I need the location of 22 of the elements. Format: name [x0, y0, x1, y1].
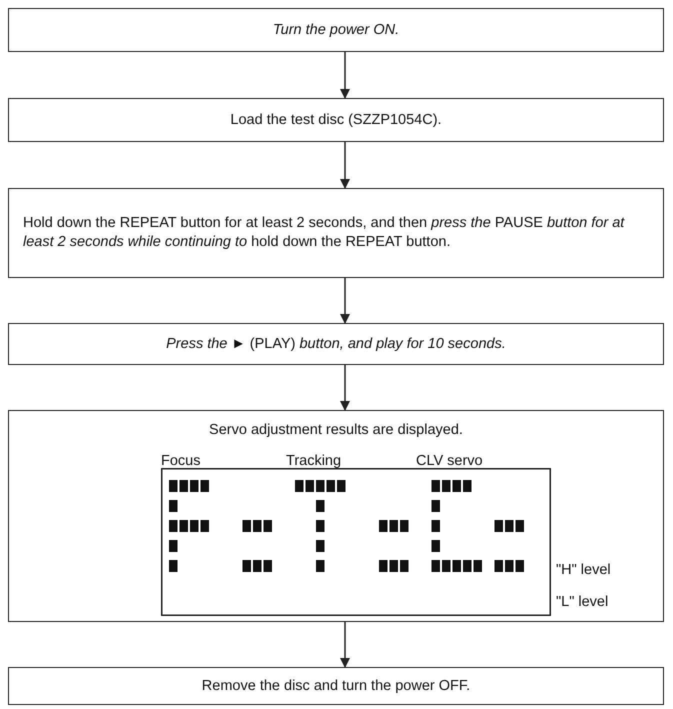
- display-label: "L" level: [556, 594, 608, 610]
- process-box: [8, 667, 664, 705]
- step-text: Servo adjustment results are displayed.: [208, 421, 464, 440]
- step-text: Remove the disc and turn the power OFF.: [200, 676, 472, 696]
- process-box: [8, 8, 664, 52]
- step-text: Turn the power ON.: [272, 20, 400, 40]
- process-box: [8, 188, 664, 278]
- display-label: Tracking: [286, 453, 342, 469]
- step-text: Hold down the REPEAT button for at least 2 seconds, and then press the PAUSE button for at least 2 seconds while continuing to hold down the REPEAT button.: [23, 214, 626, 252]
- arrow: [340, 365, 350, 411]
- process-box: [8, 410, 664, 622]
- display-label: "H" level: [556, 562, 611, 578]
- arrow: [340, 52, 350, 99]
- arrow: [340, 622, 350, 668]
- step-text: Press the ► (PLAY) button, and play for 10 seconds.: [165, 334, 507, 354]
- display-label: CLV servo: [416, 453, 483, 469]
- step-text: Load the test disc (SZZP1054C).: [229, 110, 443, 130]
- arrow: [340, 142, 350, 189]
- arrow: [340, 278, 350, 324]
- process-box: [8, 323, 664, 365]
- process-box: [8, 98, 664, 142]
- display-label: Focus: [161, 453, 200, 469]
